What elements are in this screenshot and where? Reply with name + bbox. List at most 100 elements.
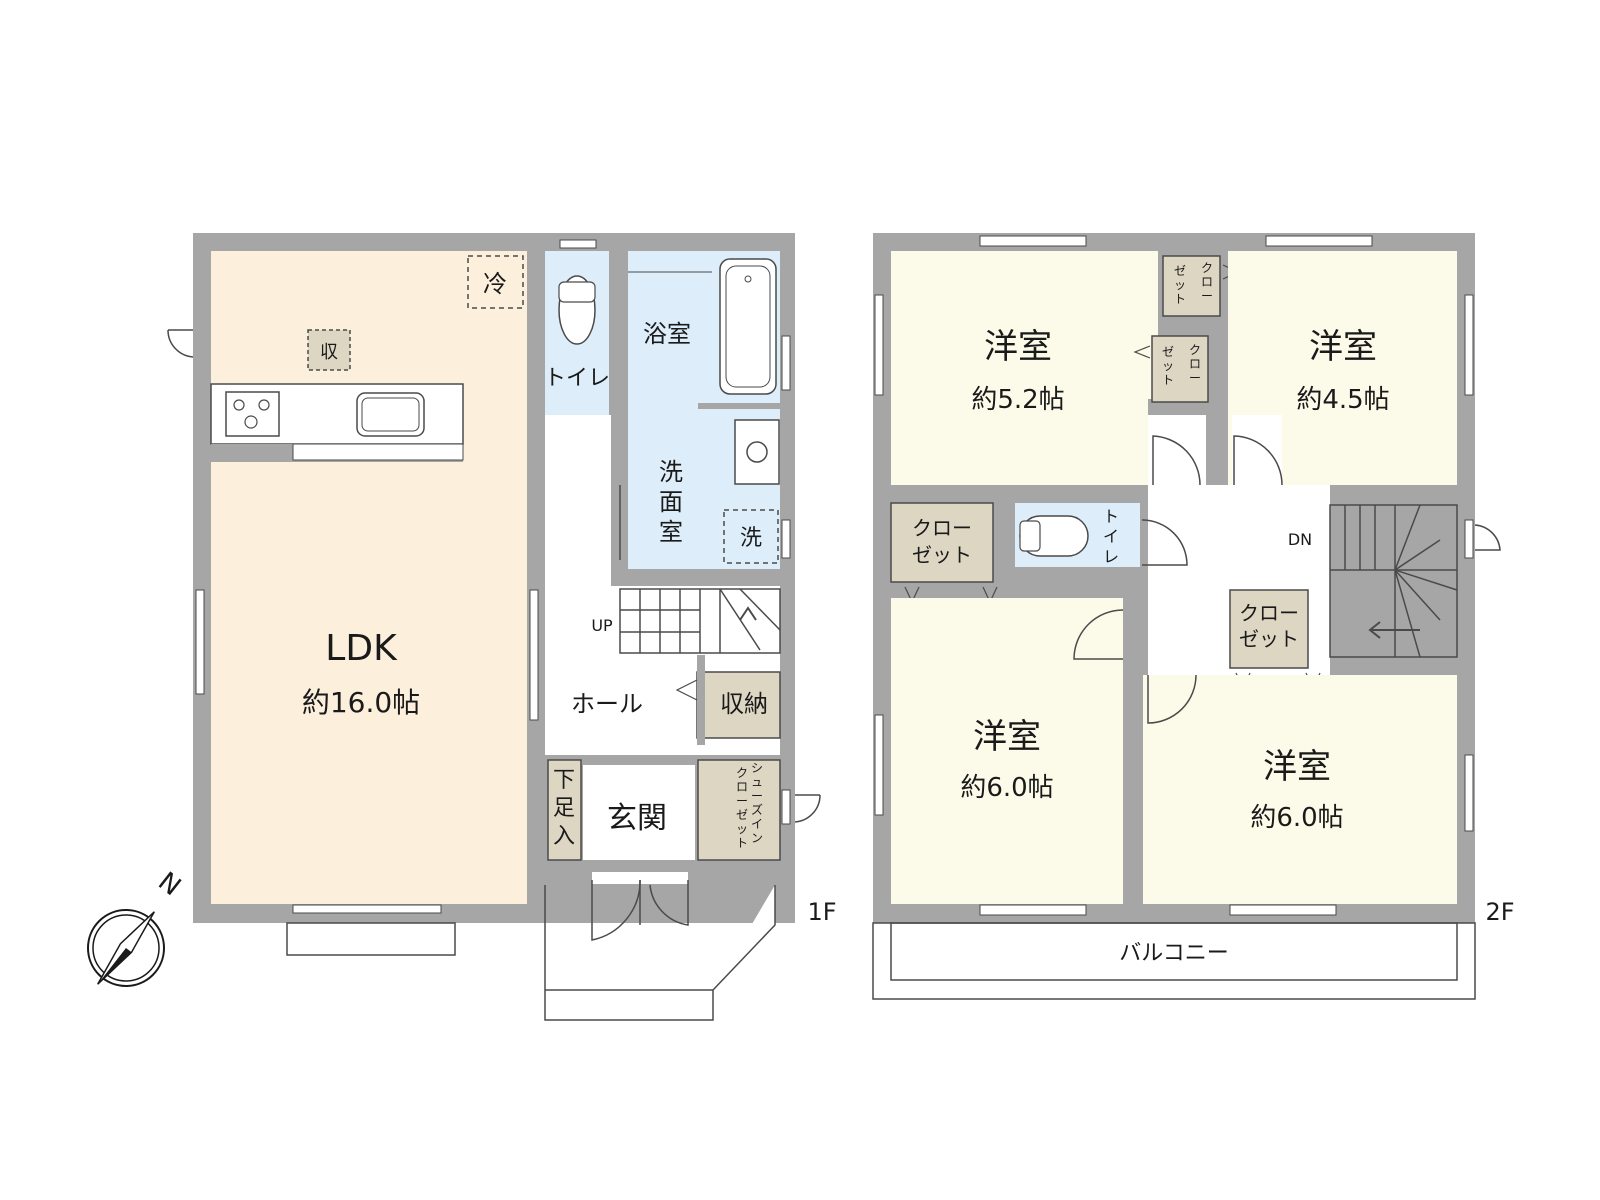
floor2-label: 2F: [1485, 898, 1514, 926]
room-se-size: 約6.0帖: [1250, 803, 1343, 833]
washroom-label-2: 面: [659, 488, 683, 516]
closet-w-label-1: クロー: [912, 516, 972, 540]
svg-text:ッ: ッ: [1162, 359, 1174, 373]
washer-space: [723, 509, 779, 564]
svg-text:ー: ー: [751, 789, 763, 803]
door-room-se: [1147, 674, 1197, 724]
closet-w: [890, 502, 994, 583]
entrance-door: [591, 879, 689, 941]
svg-text:ク: ク: [1189, 343, 1201, 357]
svg-text:ン: ン: [751, 831, 763, 845]
closet-small-b: [1151, 335, 1209, 403]
svg-text:ト: ト: [1174, 292, 1186, 306]
hall-corridor: [545, 415, 611, 755]
storage-label: 収納: [720, 690, 768, 718]
closet-w-label-2: ゼット: [912, 543, 972, 567]
room-nw-name: 洋室: [984, 327, 1052, 367]
ldk-window-west: [195, 589, 205, 695]
closet-small-a-label: クロー ゼット: [1174, 261, 1213, 306]
svg-text:ゼ: ゼ: [1174, 264, 1186, 278]
bay-window: [286, 922, 456, 956]
balcony-label: バルコニー: [1119, 941, 1229, 966]
compass-icon: N: [87, 867, 186, 987]
svg-text:ト: ト: [1162, 373, 1174, 387]
ldk-room: [211, 251, 527, 904]
washroom-label-1: 洗: [659, 458, 683, 486]
closet-small-b-label: クロー ゼット: [1162, 343, 1201, 387]
svg-text:ゼ: ゼ: [1162, 345, 1174, 359]
ldk-name: LDK: [325, 628, 398, 669]
fridge-space: [467, 255, 524, 309]
stairs-dn-label: DN: [1288, 530, 1312, 549]
closet-small-a: [1162, 255, 1221, 317]
svg-text:シ: シ: [751, 761, 763, 775]
porch: [544, 885, 776, 1021]
entrance-room: [583, 760, 695, 860]
shoe-closet: [697, 759, 781, 861]
toilet-2f-label-2: イ: [1103, 527, 1119, 546]
room-se-name: 洋室: [1263, 747, 1331, 787]
svg-text:ト: ト: [736, 836, 748, 850]
svg-text:ー: ー: [736, 794, 748, 808]
svg-text:ク: ク: [1201, 261, 1213, 275]
closet-c-label-2: ゼット: [1239, 627, 1299, 651]
svg-text:ッ: ッ: [736, 822, 748, 836]
svg-text:ゼ: ゼ: [736, 808, 748, 822]
room-se: [1143, 675, 1457, 904]
closet-c-label-1: クロー: [1239, 601, 1299, 625]
washroom-label-3: 室: [659, 518, 683, 546]
hall-label: ホール: [571, 690, 643, 718]
sink-icon: [356, 392, 425, 437]
shoe-cabinet-label-2: 足: [553, 796, 575, 821]
shoe-cabinet-label-3: 入: [553, 824, 575, 849]
floor1-label: 1F: [807, 898, 836, 926]
svg-text:ー: ー: [1201, 289, 1213, 303]
compass-label: N: [152, 867, 186, 903]
room-ne-name: 洋室: [1309, 327, 1377, 367]
closet-c: [1229, 589, 1309, 669]
ldk-window-east: [529, 589, 539, 721]
vanity-icon: [734, 419, 780, 485]
floor-2: 洋室 約5.2帖 クロー ゼット クロー ゼット 洋室 約4.5帖 クロー: [872, 233, 1515, 1000]
svg-text:ロ: ロ: [736, 780, 748, 794]
shoe-cabinet-label-1: 下: [553, 768, 575, 793]
room-nw-size: 約5.2帖: [971, 385, 1064, 415]
stove-icon: [225, 391, 280, 437]
entrance-label: 玄関: [607, 801, 667, 836]
fridge-label: 冷: [483, 270, 507, 298]
room-sw-name: 洋室: [973, 717, 1041, 757]
ldk-size: 約16.0帖: [302, 686, 420, 719]
svg-text:ー: ー: [1189, 371, 1201, 385]
toilet-label: トイレ: [544, 366, 610, 391]
ldk-west-door: [167, 329, 194, 358]
stairs-up-label: UP: [591, 616, 613, 635]
svg-text:ロ: ロ: [1189, 357, 1201, 371]
svg-text:ロ: ロ: [1201, 275, 1213, 289]
room-sw-size: 約6.0帖: [960, 773, 1053, 803]
svg-text:イ: イ: [751, 817, 763, 831]
stairs-1f: [619, 588, 781, 654]
balcony: [872, 922, 1476, 1000]
washer-label: 洗: [740, 526, 762, 551]
bathtub-icon: [719, 258, 777, 395]
toilet-2f-label-1: ト: [1103, 507, 1119, 526]
room-ne-size: 約4.5帖: [1296, 385, 1389, 415]
kitchen-storage: [307, 329, 351, 371]
door-room-ne: [1233, 435, 1283, 486]
svg-text:ク: ク: [736, 766, 748, 780]
door-room-nw: [1152, 435, 1201, 486]
kitchen-backsplash: [292, 443, 464, 461]
bath-label: 浴室: [643, 320, 691, 348]
door-room-sw: [1073, 609, 1124, 660]
ldk-window-south: [292, 904, 442, 914]
svg-text:ズ: ズ: [751, 802, 763, 817]
room-nw: [891, 251, 1148, 485]
floor-1: 冷 収 LDK 約16.0帖 トイレ 浴室 洗: [167, 233, 837, 1021]
kitchen-storage-label: 収: [320, 342, 338, 363]
room-sw: [891, 598, 1123, 904]
shoe-cabinet: [547, 759, 582, 861]
stairs-2f: [1329, 504, 1458, 658]
toilet-2f-label-3: レ: [1103, 547, 1119, 566]
